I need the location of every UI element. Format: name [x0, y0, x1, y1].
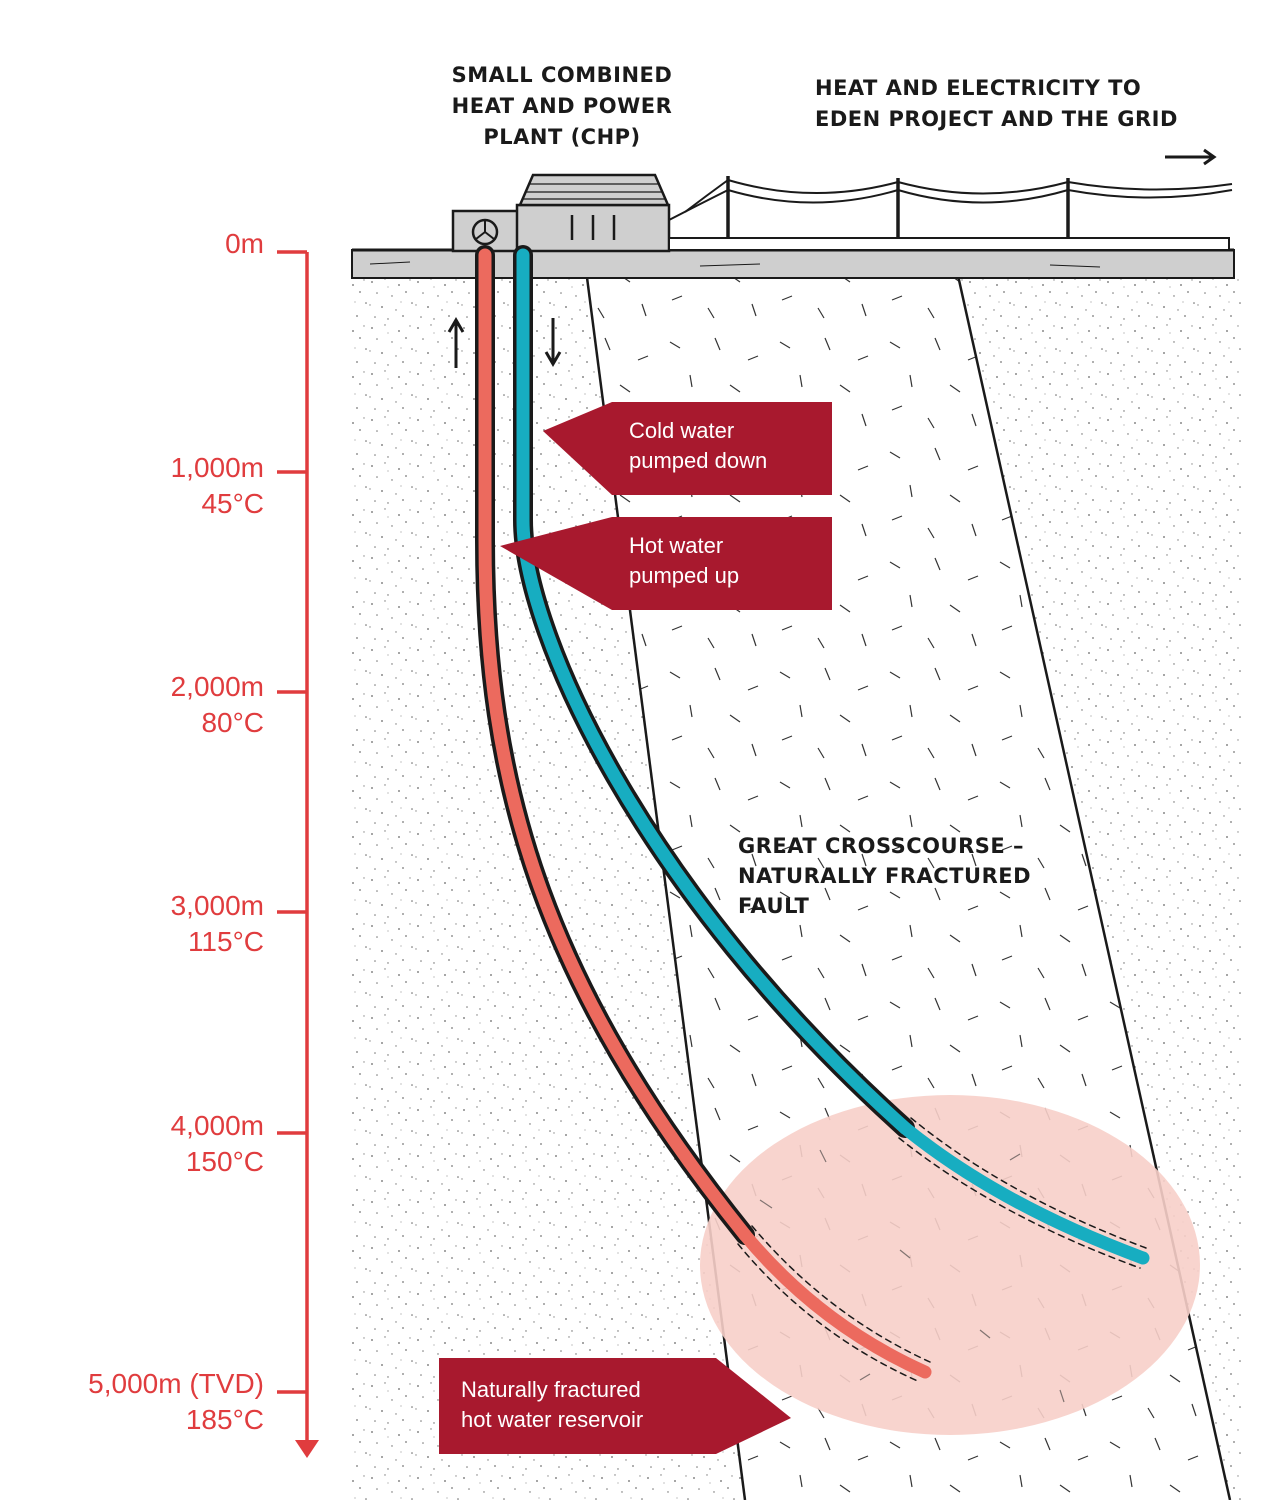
hot-water-pipe [475, 245, 932, 1383]
power-lines [668, 176, 1233, 251]
chp-title-line1: SMALL COMBINED [451, 63, 673, 87]
output-arrow [1165, 148, 1217, 166]
callout-hot-text: Hot water pumped up [629, 531, 739, 591]
depth-label-0: 0m [24, 226, 264, 262]
depth-label-3: 3,000m 115°C [24, 888, 264, 960]
depth-label-2-depth: 2,000m [170, 671, 264, 702]
reservoir-zone [700, 1095, 1200, 1435]
chp-title-line2: HEAT AND POWER [451, 94, 673, 118]
depth-label-5-depth: 5,000m (TVD) [88, 1368, 264, 1399]
depth-label-4-depth: 4,000m [170, 1110, 264, 1141]
depth-label-0-depth: 0m [225, 228, 264, 259]
fault-label-line1: GREAT CROSSCOURSE – [738, 834, 1025, 858]
depth-label-2: 2,000m 80°C [24, 669, 264, 741]
callout-reservoir-text: Naturally fractured hot water reservoir [461, 1375, 643, 1435]
depth-label-1-depth: 1,000m [170, 452, 264, 483]
depth-label-4: 4,000m 150°C [24, 1108, 264, 1180]
callout-reservoir-line2: hot water reservoir [461, 1407, 644, 1432]
depth-label-5: 5,000m (TVD) 185°C [24, 1366, 264, 1438]
callout-hot-line2: pumped up [629, 563, 740, 588]
cold-water-pipe [513, 245, 1150, 1269]
chp-title-line3: PLANT (CHP) [483, 125, 641, 149]
depth-label-3-depth: 3,000m [170, 890, 264, 921]
grid-title-line1: HEAT AND ELECTRICITY TO [815, 76, 1142, 100]
callout-cold-line1: Cold water [629, 418, 735, 443]
flow-down-arrow [544, 318, 562, 367]
callout-cold-text: Cold water pumped down [629, 416, 767, 476]
depth-axis [277, 250, 309, 1442]
callout-hot-line1: Hot water [629, 533, 724, 558]
fault-label-line3: FAULT [738, 894, 810, 918]
depth-label-3-temp: 115°C [187, 926, 264, 957]
depth-axis-arrowhead [295, 1440, 319, 1458]
depth-label-2-temp: 80°C [201, 707, 264, 738]
fan-icon [471, 218, 499, 246]
callout-hot-shape [500, 517, 832, 610]
callout-cold-line2: pumped down [629, 448, 768, 473]
grid-title: HEAT AND ELECTRICITY TO EDEN PROJECT AND… [815, 73, 1245, 135]
flow-up-arrow [447, 317, 465, 368]
callout-cold-shape [543, 402, 832, 495]
callout-reservoir-line1: Naturally fractured [461, 1377, 641, 1402]
fault-label-line2: NATURALLY FRACTURED [738, 864, 1032, 888]
depth-label-1: 1,000m 45°C [24, 450, 264, 522]
chp-plant [451, 173, 671, 253]
fault-label: GREAT CROSSCOURSE – NATURALLY FRACTURED … [738, 831, 1078, 921]
grid-title-line2: EDEN PROJECT AND THE GRID [815, 107, 1178, 131]
depth-label-4-temp: 150°C [185, 1146, 264, 1177]
callout-reservoir-shape [439, 1358, 791, 1454]
chp-title: SMALL COMBINED HEAT AND POWER PLANT (CHP… [432, 60, 692, 153]
depth-label-5-temp: 185°C [185, 1404, 264, 1435]
depth-label-1-temp: 45°C [201, 488, 264, 519]
